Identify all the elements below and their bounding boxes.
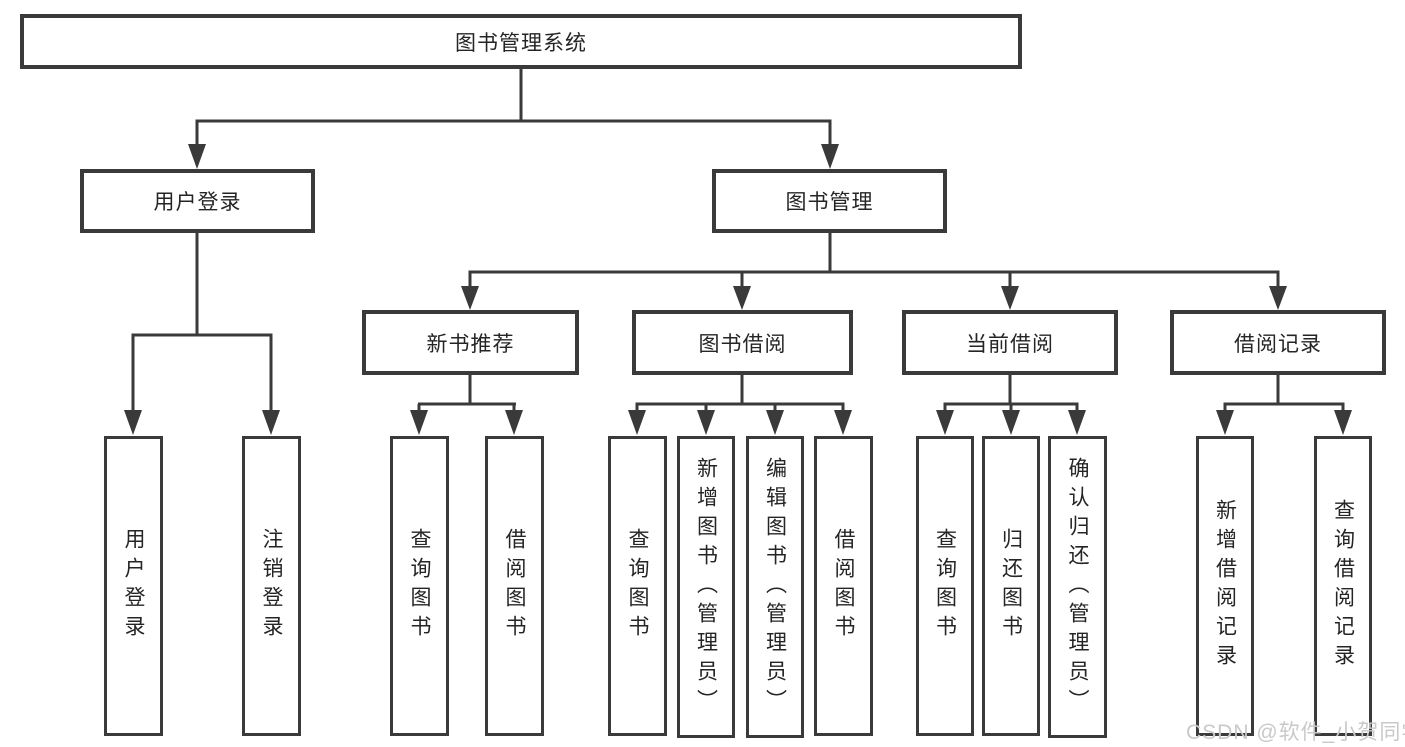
- node-new-book-recommend: 新书推荐: [362, 310, 579, 375]
- node-leaf-br-query-record-label: 查询借阅记录: [1331, 499, 1355, 673]
- node-user-login-label: 用户登录: [153, 191, 242, 214]
- node-leaf-logout: 注销登录: [242, 436, 301, 736]
- node-leaf-cb-query-books-label: 查询图书: [933, 528, 957, 644]
- node-leaf-bb-borrow-books-label: 借阅图书: [832, 528, 855, 644]
- node-leaf-br-add-record-label: 新增借阅记录: [1213, 499, 1237, 673]
- node-leaf-cb-confirm-return-admin: 确认归还（管理员）: [1048, 436, 1107, 738]
- node-book-management: 图书管理: [712, 169, 947, 233]
- node-root-library-system: 图书管理系统: [20, 14, 1022, 69]
- node-leaf-bb-add-books-admin-label: 新增图书（管理员）: [694, 456, 718, 718]
- node-book-borrow: 图书借阅: [632, 310, 853, 375]
- node-leaf-cb-confirm-return-admin-label: 确认归还（管理员）: [1066, 456, 1089, 718]
- node-leaf-bb-query-books: 查询图书: [608, 436, 667, 736]
- node-leaf-user-login-label: 用户登录: [122, 528, 145, 644]
- node-leaf-nb-query-books-label: 查询图书: [408, 528, 431, 644]
- node-leaf-cb-query-books: 查询图书: [916, 436, 974, 736]
- node-leaf-bb-borrow-books: 借阅图书: [814, 436, 873, 736]
- node-root-label: 图书管理系统: [455, 31, 587, 55]
- node-leaf-logout-label: 注销登录: [260, 528, 283, 644]
- node-leaf-br-query-record: 查询借阅记录: [1314, 436, 1372, 736]
- node-leaf-bb-edit-books-admin-label: 编辑图书（管理员）: [763, 456, 787, 718]
- node-leaf-nb-borrow-books-label: 借阅图书: [503, 528, 526, 644]
- node-leaf-nb-borrow-books: 借阅图书: [485, 436, 544, 736]
- node-leaf-bb-edit-books-admin: 编辑图书（管理员）: [746, 436, 804, 738]
- node-user-login: 用户登录: [80, 169, 315, 233]
- node-leaf-br-add-record: 新增借阅记录: [1196, 436, 1254, 736]
- node-new-book-recommend-label: 新书推荐: [426, 332, 515, 356]
- node-current-borrow: 当前借阅: [902, 310, 1118, 375]
- node-borrow-records: 借阅记录: [1170, 310, 1386, 375]
- node-leaf-bb-query-books-label: 查询图书: [626, 528, 649, 644]
- node-leaf-bb-add-books-admin: 新增图书（管理员）: [677, 436, 735, 738]
- node-borrow-records-label: 借阅记录: [1234, 332, 1322, 356]
- node-leaf-cb-return-books-label: 归还图书: [999, 528, 1023, 644]
- node-book-management-label: 图书管理: [785, 191, 874, 214]
- node-leaf-nb-query-books: 查询图书: [390, 436, 449, 736]
- node-leaf-user-login: 用户登录: [104, 436, 163, 736]
- node-current-borrow-label: 当前借阅: [966, 332, 1054, 356]
- node-leaf-cb-return-books: 归还图书: [982, 436, 1040, 736]
- node-book-borrow-label: 图书借阅: [698, 332, 787, 356]
- csdn-watermark: CSDN @软件_小贺同学: [1186, 721, 1405, 744]
